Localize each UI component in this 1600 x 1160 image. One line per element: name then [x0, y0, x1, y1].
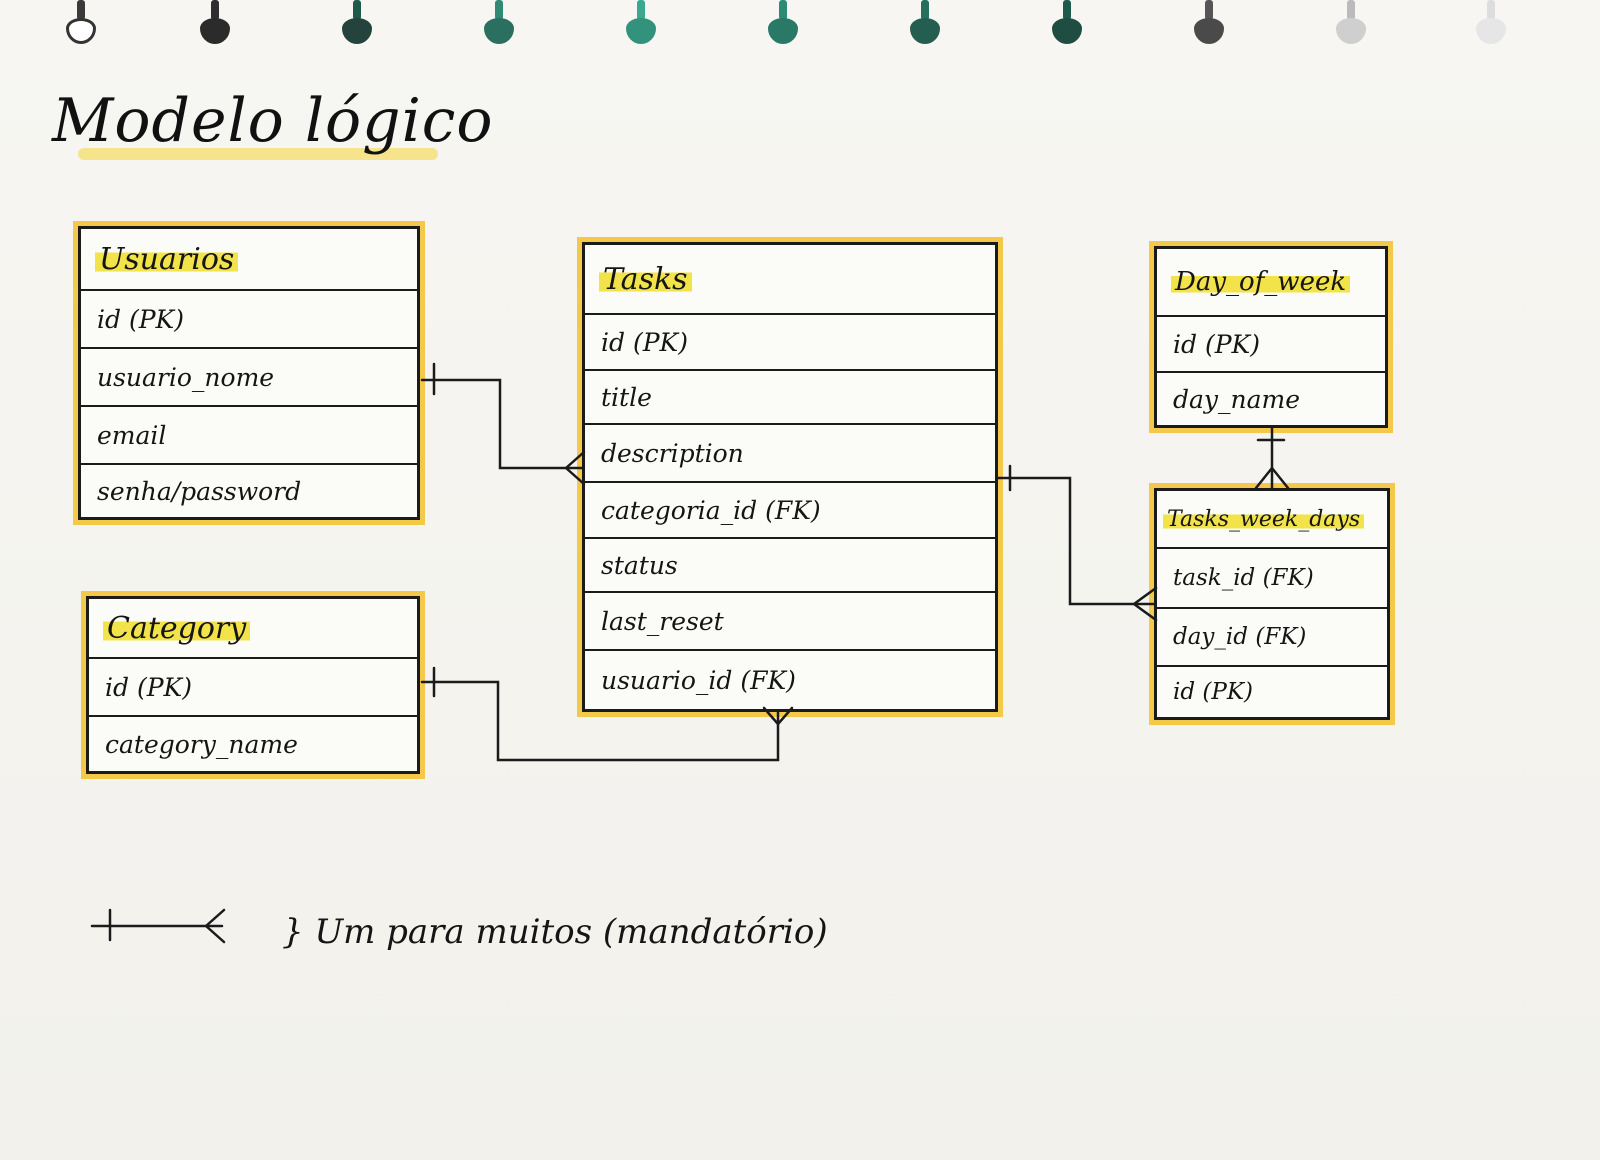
entity-field: id (PK) — [81, 291, 417, 349]
field-text: title — [601, 382, 652, 412]
entity-field: category_name — [89, 717, 417, 771]
crows-foot-mark — [564, 450, 586, 486]
entity-name: Usuarios — [95, 241, 239, 277]
entity-header: Day_of_week — [1157, 249, 1385, 317]
field-text: senha/password — [97, 476, 302, 506]
field-text: id (PK) — [1173, 329, 1260, 359]
field-text: id (PK) — [601, 327, 688, 357]
binder-ring — [340, 0, 374, 48]
binder-ring — [1050, 0, 1084, 48]
entity-header: Tasks — [585, 245, 995, 315]
entity-field: description — [585, 425, 995, 483]
legend-text: } Um para muitos (mandatório) — [282, 912, 828, 952]
field-text: id (PK) — [97, 304, 184, 334]
entity-tasks-week-days: Tasks_week_days task_id (FK) day_id (FK)… — [1154, 488, 1390, 720]
entity-field: email — [81, 407, 417, 465]
entity-name: Tasks_week_days — [1163, 506, 1365, 532]
field-text: description — [601, 438, 744, 468]
title-highlight — [78, 148, 438, 160]
entity-field: id (PK) — [89, 659, 417, 717]
entity-header: Category — [89, 599, 417, 659]
entity-field: last_reset — [585, 593, 995, 651]
binder-ring — [482, 0, 516, 48]
field-text: last_reset — [601, 606, 724, 636]
field-text: status — [601, 550, 678, 580]
binder-ring — [908, 0, 942, 48]
entity-field: usuario_id (FK) — [585, 651, 995, 709]
entity-field: categoria_id (FK) — [585, 483, 995, 539]
binder-ring — [1192, 0, 1226, 48]
entity-day-of-week: Day_of_week id (PK) day_name — [1154, 246, 1388, 428]
binder-ring — [624, 0, 658, 48]
entity-header: Usuarios — [81, 229, 417, 291]
relation-category-tasks — [420, 680, 780, 762]
binder-ring — [766, 0, 800, 48]
field-text: usuario_id (FK) — [601, 665, 796, 695]
entity-name: Day_of_week — [1171, 267, 1351, 297]
field-text: day_id (FK) — [1173, 624, 1307, 650]
binder-ring — [64, 0, 98, 48]
crows-foot-mark — [762, 706, 794, 726]
field-text: day_name — [1173, 384, 1301, 414]
entity-field: day_id (FK) — [1157, 609, 1387, 667]
field-text: id (PK) — [105, 672, 192, 702]
entity-field: task_id (FK) — [1157, 549, 1387, 609]
relation-tasks-taskweekdays — [996, 476, 1156, 606]
diagram-title: Modelo lógico — [52, 86, 494, 156]
field-text: usuario_nome — [97, 362, 275, 392]
field-text: task_id (FK) — [1173, 565, 1314, 591]
crows-foot-mark — [1132, 586, 1158, 622]
field-text: email — [97, 420, 167, 450]
entity-field: id (PK) — [1157, 317, 1385, 373]
legend-crows-foot — [204, 908, 226, 944]
entity-usuarios: Usuarios id (PK) usuario_nome email senh… — [78, 226, 420, 520]
entity-field: id (PK) — [585, 315, 995, 371]
entity-field: day_name — [1157, 373, 1385, 425]
entity-name: Tasks — [599, 261, 692, 297]
field-text: id (PK) — [1173, 679, 1253, 705]
entity-category: Category id (PK) category_name — [86, 596, 420, 774]
field-text: categoria_id (FK) — [601, 495, 821, 525]
entity-name: Category — [103, 610, 251, 646]
binder-ring — [1474, 0, 1508, 48]
entity-field: title — [585, 371, 995, 425]
crows-foot-mark — [1254, 466, 1290, 490]
field-text: category_name — [105, 729, 298, 759]
relation-usuarios-tasks — [420, 378, 584, 470]
binder-ring — [1334, 0, 1368, 48]
entity-field: status — [585, 539, 995, 593]
entity-field: usuario_nome — [81, 349, 417, 407]
entity-field: senha/password — [81, 465, 417, 517]
entity-field: id (PK) — [1157, 667, 1387, 717]
entity-tasks: Tasks id (PK) title description categori… — [582, 242, 998, 712]
binder-ring — [198, 0, 232, 48]
entity-header: Tasks_week_days — [1157, 491, 1387, 549]
